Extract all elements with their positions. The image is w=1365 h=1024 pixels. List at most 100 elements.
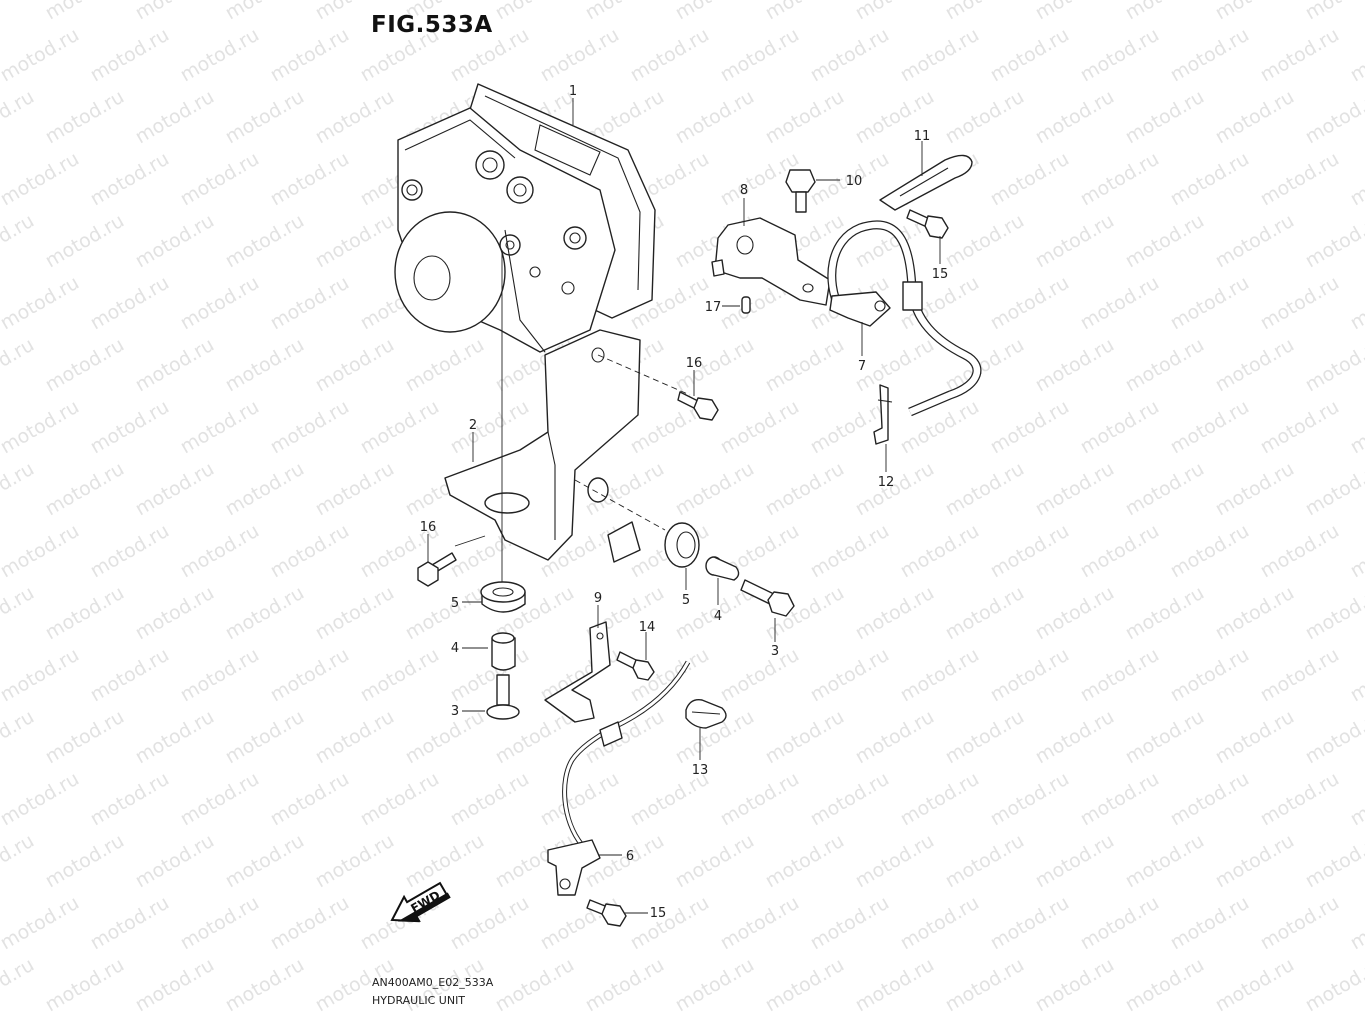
watermark-text: motod.ru xyxy=(1077,892,1163,955)
watermark-text: motod.ru xyxy=(1212,458,1298,521)
watermark-text: motod.ru xyxy=(1347,148,1365,211)
watermark-text: motod.ru xyxy=(1032,582,1118,645)
watermark-text: motod.ru xyxy=(987,24,1073,87)
watermark-text: motod.ru xyxy=(672,458,758,521)
watermark-text: motod.ru xyxy=(1122,334,1208,397)
watermark-text: motod.ru xyxy=(1167,148,1253,211)
watermark-text: motod.ru xyxy=(1212,954,1298,1017)
watermark-text: motod.ru xyxy=(312,830,398,893)
watermark-text: motod.ru xyxy=(942,0,1028,24)
watermark-text: motod.ru xyxy=(852,0,938,24)
watermark-text: motod.ru xyxy=(42,86,128,149)
watermark-text: motod.ru xyxy=(42,830,128,893)
watermark-text: motod.ru xyxy=(1302,582,1365,645)
watermark-text: motod.ru xyxy=(42,706,128,769)
watermark-text: motod.ru xyxy=(42,210,128,273)
watermark-text: motod.ru xyxy=(1032,334,1118,397)
watermark-text: motod.ru xyxy=(942,210,1028,273)
watermark-text: motod.ru xyxy=(897,520,983,583)
watermark-text: motod.ru xyxy=(942,954,1028,1017)
part-bracket xyxy=(444,329,641,563)
watermark-text: motod.ru xyxy=(1122,830,1208,893)
watermark-text: motod.ru xyxy=(1122,954,1208,1017)
watermark-text: motod.ru xyxy=(1347,24,1365,87)
watermark-text: motod.ru xyxy=(222,334,308,397)
watermark-text: motod.ru xyxy=(267,24,353,87)
watermark-text: motod.ru xyxy=(267,644,353,707)
watermark-text: motod.ru xyxy=(537,24,623,87)
watermark-text: motod.ru xyxy=(402,706,488,769)
watermark-text: motod.ru xyxy=(1212,706,1298,769)
watermark-text: motod.ru xyxy=(1302,706,1365,769)
watermark-text: motod.ru xyxy=(1077,644,1163,707)
callout-15-upper: 15 xyxy=(932,267,949,282)
watermark-text: motod.ru xyxy=(357,768,443,831)
watermark-text: motod.ru xyxy=(222,582,308,645)
watermark-text: motod.ru xyxy=(1077,520,1163,583)
watermark-text: motod.ru xyxy=(1302,0,1365,24)
watermark-text: motod.ru xyxy=(942,582,1028,645)
watermark-text: motod.ru xyxy=(717,644,803,707)
watermark-text: motod.ru xyxy=(0,396,83,459)
watermark-text: motod.ru xyxy=(987,520,1073,583)
watermark-text: motod.ru xyxy=(1302,830,1365,893)
callout-12: 12 xyxy=(878,475,895,490)
callout-8: 8 xyxy=(740,183,748,198)
watermark-text: motod.ru xyxy=(897,396,983,459)
callout-16-upper: 16 xyxy=(686,356,703,371)
watermark-text: motod.ru xyxy=(852,830,938,893)
watermark-text: motod.ru xyxy=(1212,830,1298,893)
watermark-text: motod.ru xyxy=(87,148,173,211)
watermark-text: motod.ru xyxy=(1302,334,1365,397)
watermark-text: motod.ru xyxy=(0,954,38,1017)
watermark-text: motod.ru xyxy=(492,0,578,24)
part-sensor-bracket xyxy=(544,621,611,723)
figure-caption: HYDRAULIC UNIT xyxy=(372,994,466,1007)
watermark-text: motod.ru xyxy=(762,0,848,24)
watermark-text: motod.ru xyxy=(1122,706,1208,769)
watermark-text: motod.ru xyxy=(1302,954,1365,1017)
watermark-text: motod.ru xyxy=(42,458,128,521)
watermark-text: motod.ru xyxy=(357,644,443,707)
watermark-text: motod.ru xyxy=(987,892,1073,955)
fwd-arrow-icon: FWD xyxy=(390,881,451,923)
part-bolt-3-right xyxy=(740,579,795,617)
watermark-text: motod.ru xyxy=(1212,86,1298,149)
watermark-text: motod.ru xyxy=(1257,272,1343,335)
watermark-text: motod.ru xyxy=(87,24,173,87)
watermark-text: motod.ru xyxy=(582,0,668,24)
watermark-text: motod.ru xyxy=(1167,272,1253,335)
watermark-text: motod.ru xyxy=(222,954,308,1017)
callout-9: 9 xyxy=(594,591,602,606)
watermark-text: motod.ru xyxy=(1257,24,1343,87)
watermark-text: motod.ru xyxy=(1257,148,1343,211)
watermark-text: motod.ru xyxy=(267,520,353,583)
watermark-text: motod.ru xyxy=(1122,86,1208,149)
callout-15-lower: 15 xyxy=(650,906,667,921)
watermark-text: motod.ru xyxy=(672,0,758,24)
watermark-text: motod.ru xyxy=(1167,768,1253,831)
watermark-text: motod.ru xyxy=(672,954,758,1017)
part-clamp-13 xyxy=(685,699,727,760)
part-clip-12 xyxy=(873,384,893,445)
watermark-text: motod.ru xyxy=(1167,644,1253,707)
watermark-text: motod.ru xyxy=(312,334,398,397)
watermark-text: motod.ru xyxy=(447,768,533,831)
watermark-text: motod.ru xyxy=(762,954,848,1017)
watermark-text: motod.ru xyxy=(222,458,308,521)
watermark-text: motod.ru xyxy=(267,768,353,831)
watermark-text: motod.ru xyxy=(1257,644,1343,707)
watermark-text: motod.ru xyxy=(177,768,263,831)
callout-1: 1 xyxy=(569,84,577,99)
watermark-text: motod.ru xyxy=(1032,830,1118,893)
watermark-text: motod.ru xyxy=(312,86,398,149)
watermark-text: motod.ru xyxy=(1077,24,1163,87)
watermark-text: motod.ru xyxy=(1257,520,1343,583)
part-grommet-5-left xyxy=(480,581,526,613)
watermark-text: motod.ru xyxy=(1032,0,1118,24)
watermark-text: motod.ru xyxy=(177,272,263,335)
watermark-text: motod.ru xyxy=(132,86,218,149)
watermark-text: motod.ru xyxy=(222,86,308,149)
watermark-text: motod.ru xyxy=(132,210,218,273)
